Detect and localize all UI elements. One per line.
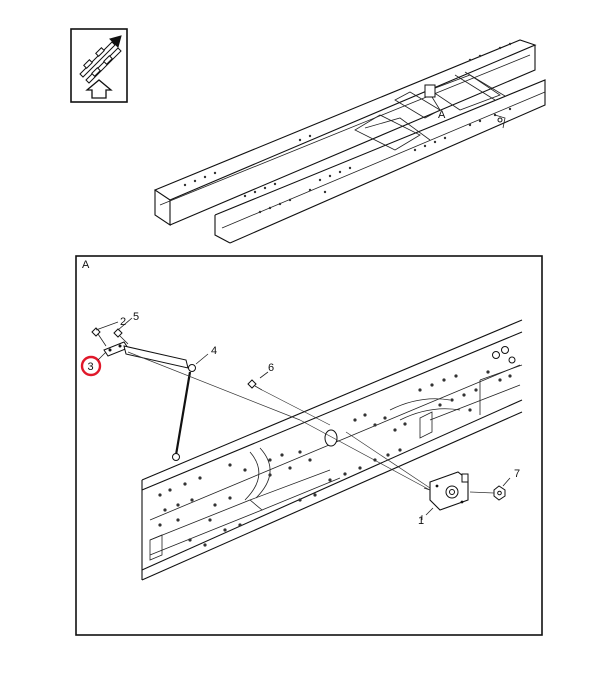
leader-lines (95, 317, 423, 520)
chassis-overview (153, 39, 546, 244)
part-6-bolt (247, 371, 269, 391)
callout-6: 6 (268, 362, 274, 374)
overview-callout-a: A (438, 109, 446, 121)
callout-1: 1 (418, 515, 424, 527)
part-5-bolt (113, 328, 129, 345)
detail-frame (75, 255, 543, 636)
part-2-bolt (91, 327, 107, 347)
highlight-ring (80, 355, 102, 377)
assembly-lines (127, 351, 495, 494)
part-1-height-sensor (423, 471, 469, 516)
callout-7: 7 (514, 468, 520, 480)
highlighted-callout-3[interactable]: 3 (80, 355, 102, 377)
detail-view-letter: A (82, 259, 90, 271)
part-7-nut (493, 477, 511, 501)
callout-4: 4 (211, 345, 217, 357)
part-4-link-rod (123, 345, 209, 461)
chassis-rail-detail (141, 319, 523, 581)
vehicle-front-arrow-icon (70, 28, 128, 103)
callout-5: 5 (133, 311, 139, 323)
callout-3: 3 (88, 361, 94, 373)
callout-2: 2 (120, 316, 126, 328)
